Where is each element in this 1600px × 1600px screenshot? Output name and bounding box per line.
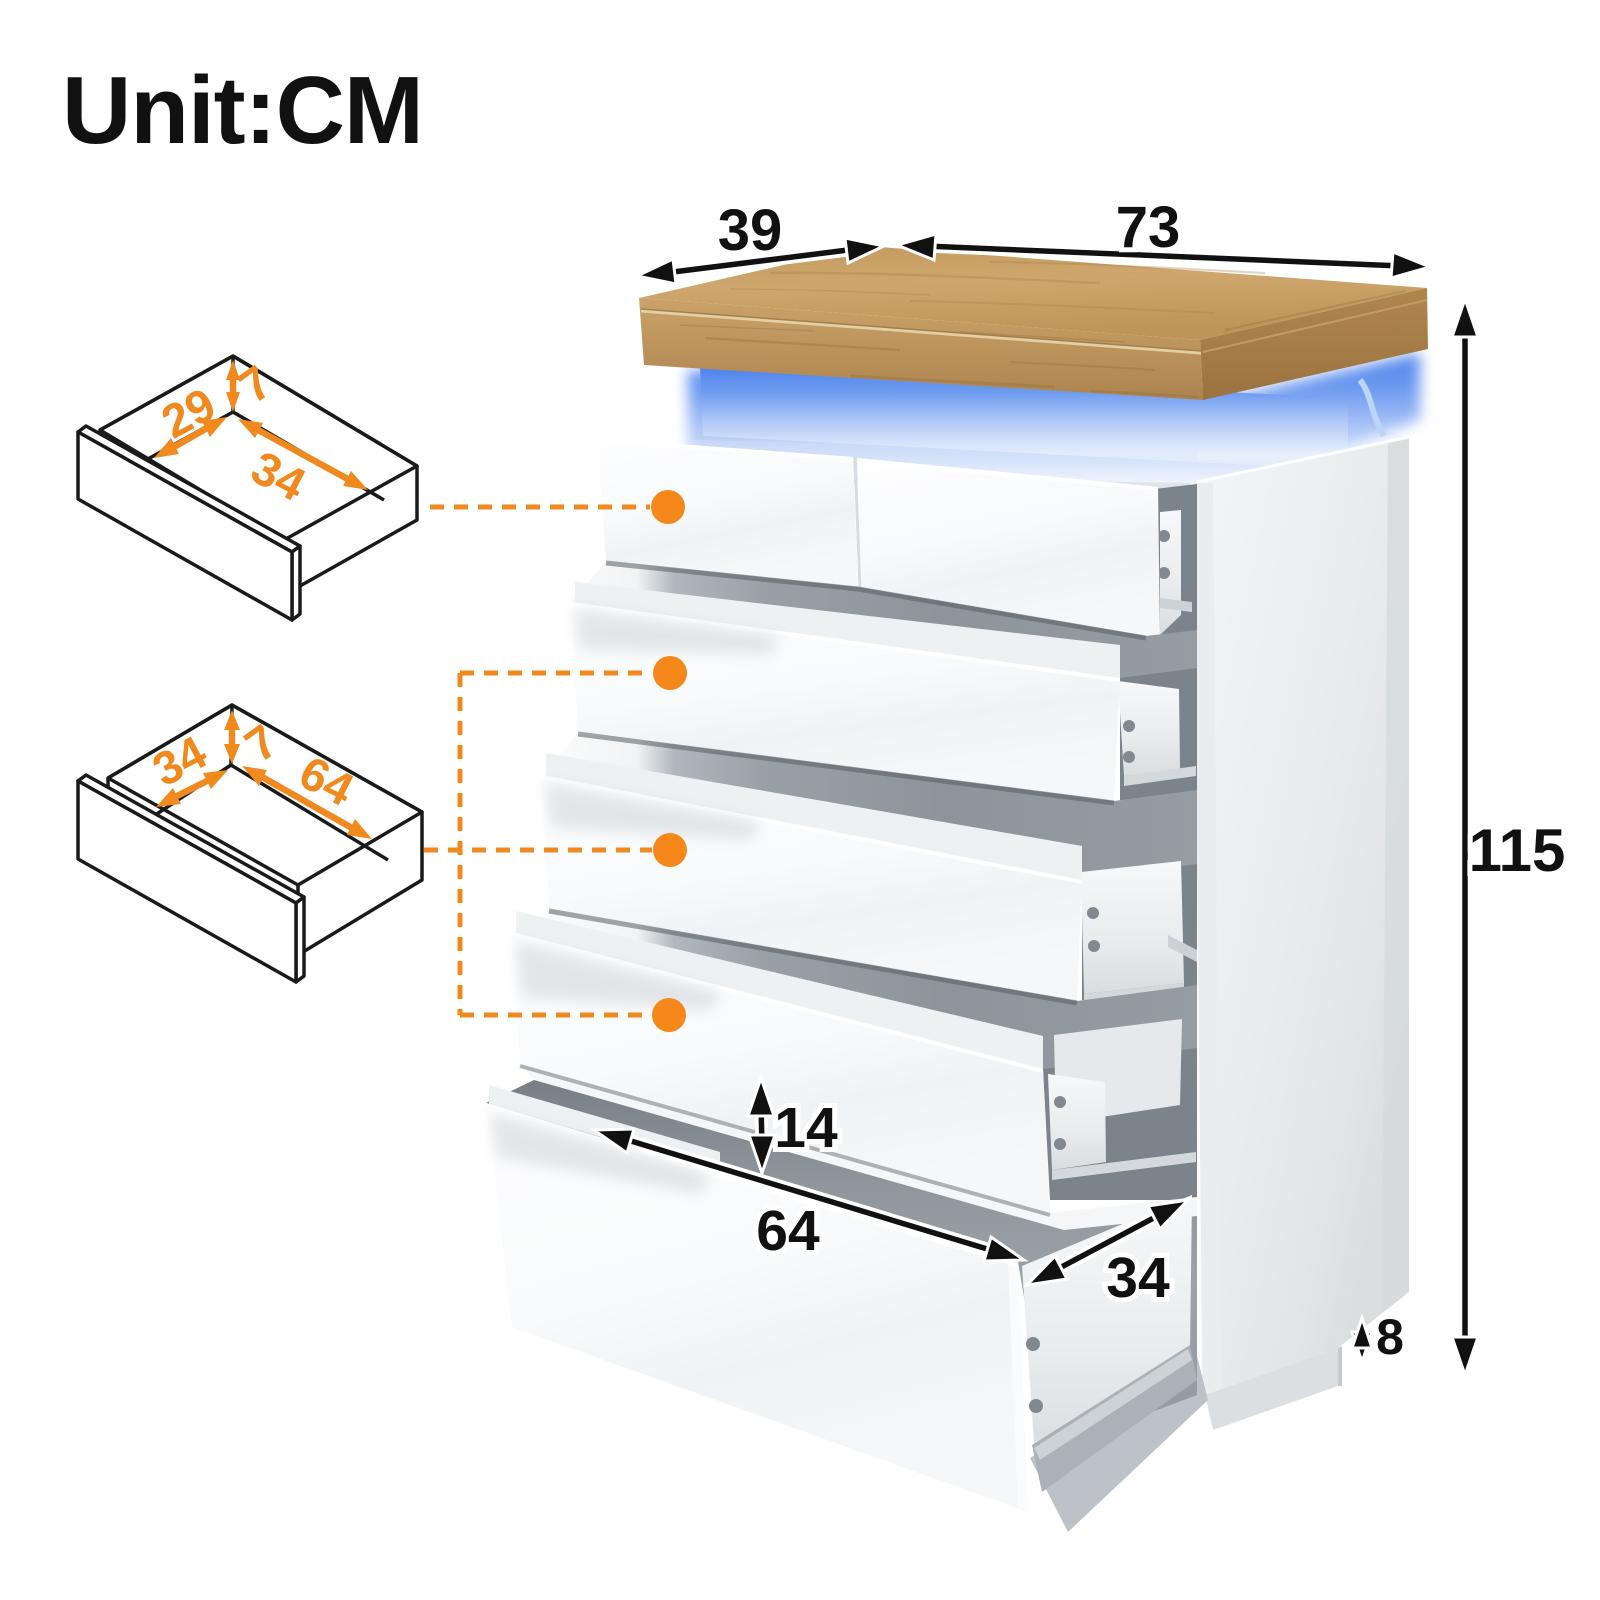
svg-text:115: 115 [1469,817,1566,884]
svg-text:39: 39 [718,198,783,263]
svg-text:Unit:CM: Unit:CM [62,57,423,164]
svg-text:64: 64 [756,1199,820,1263]
svg-text:34: 34 [1106,1246,1170,1310]
svg-text:73: 73 [1116,195,1181,260]
svg-text:8: 8 [1376,1309,1404,1365]
svg-text:14: 14 [774,1096,838,1160]
